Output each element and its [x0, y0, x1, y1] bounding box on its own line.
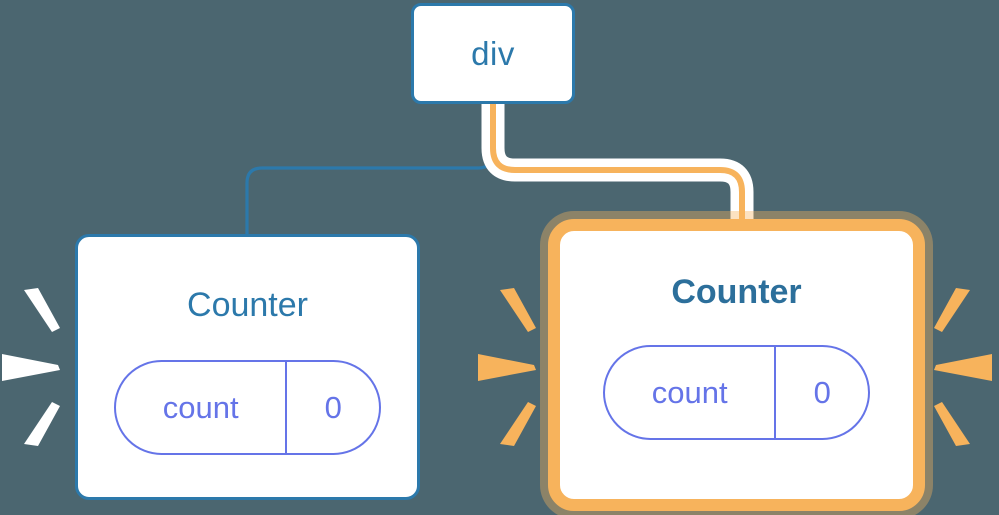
node-counter-right-label: Counter	[671, 273, 802, 311]
node-div[interactable]: div	[411, 3, 575, 104]
node-counter-left[interactable]: Counter count 0	[75, 234, 420, 500]
sparkle-ray-lower	[500, 402, 536, 446]
node-counter-right[interactable]: Counter count 0	[548, 219, 925, 511]
node-div-label: div	[471, 34, 515, 72]
edge-div-to-counter-left	[245, 102, 495, 238]
state-value: 0	[285, 362, 379, 453]
sparkle-ray-lower	[24, 402, 60, 446]
state-key: count	[651, 374, 728, 410]
sparkle-ray-upper	[24, 288, 60, 332]
edge-div-to-counter-right	[490, 101, 745, 235]
state-pill-counter-right: count 0	[603, 345, 870, 440]
sparkle-ray-upper	[500, 288, 536, 332]
state-pill-counter-left: count 0	[114, 360, 381, 455]
sparkle-ray-middle	[2, 354, 60, 381]
burst-right-orange	[930, 282, 992, 452]
sparkle-ray-upper	[934, 288, 970, 332]
node-counter-left-label: Counter	[187, 286, 308, 324]
sparkle-ray-middle	[478, 354, 536, 381]
burst-mid-orange	[478, 282, 540, 452]
state-value: 0	[774, 347, 868, 438]
state-key: count	[162, 389, 239, 425]
burst-left-white	[2, 282, 64, 452]
edge-div-to-counter-right-halo	[481, 92, 754, 244]
sparkle-ray-middle	[934, 354, 992, 381]
sparkle-ray-lower	[934, 402, 970, 446]
